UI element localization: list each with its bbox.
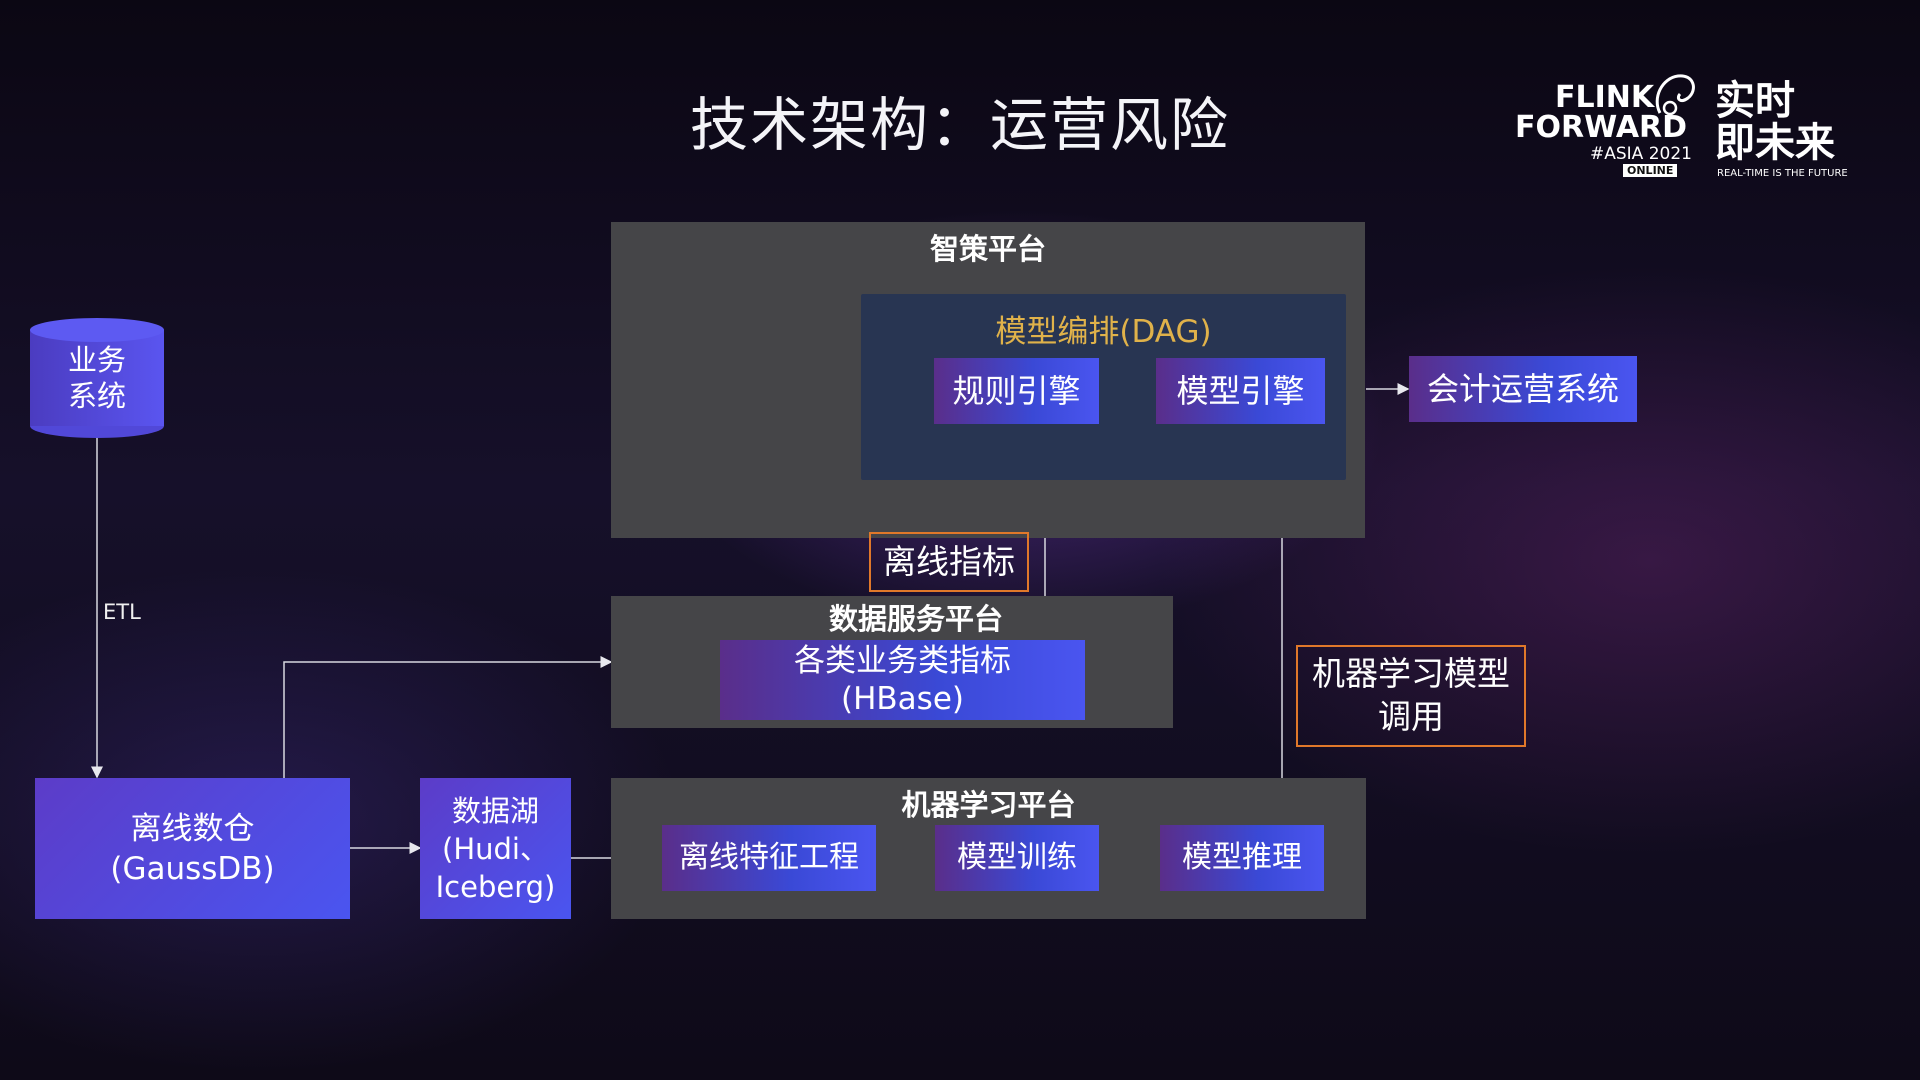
squirrel-icon (1655, 74, 1695, 116)
zhice-platform-title: 智策平台 (929, 232, 1046, 266)
business-system-db: 业务 系统 (30, 318, 164, 438)
dag-title: 模型编排(DAG) (995, 314, 1212, 350)
ml-model-call-callout: 机器学习模型 调用 (1296, 645, 1526, 747)
ml-platform-title: 机器学习平台 (901, 788, 1076, 822)
model-inference: 模型推理 (1160, 825, 1324, 891)
rule-engine: 规则引擎 (934, 358, 1099, 424)
business-system-label: 业务 系统 (67, 343, 126, 413)
flink-forward-logo: FLINK FORWARD #ASIA 2021 ONLINE (1515, 74, 1695, 180)
model-engine: 模型引擎 (1156, 358, 1325, 424)
logo-line2: FORWARD (1515, 110, 1688, 145)
etl-label: ETL (103, 600, 141, 624)
data-lake: 数据湖 (Hudi、 Iceberg) (420, 778, 571, 919)
data-service-title: 数据服务平台 (828, 602, 1003, 636)
logo-badge: ONLINE (1623, 164, 1678, 177)
business-metrics-hbase: 各类业务类指标 (HBase) (720, 640, 1085, 720)
model-training: 模型训练 (935, 825, 1099, 891)
arrow-dw-to-dataservice (283, 656, 613, 778)
logo-event: #ASIA 2021 (1590, 144, 1692, 164)
offline-feature-engineering: 离线特征工程 (662, 825, 876, 891)
accounting-system: 会计运营系统 (1409, 356, 1637, 422)
slide-title: 技术架构：运营风险 (689, 91, 1230, 159)
offline-indicator-callout: 离线指标 (869, 532, 1029, 592)
logo-cn: 实时 即未来 (1715, 78, 1835, 166)
logo-line1: FLINK (1555, 80, 1655, 115)
offline-data-warehouse: 离线数仓 (GaussDB) (35, 778, 350, 919)
logo-tagline: REAL-TIME IS THE FUTURE (1717, 168, 1848, 179)
